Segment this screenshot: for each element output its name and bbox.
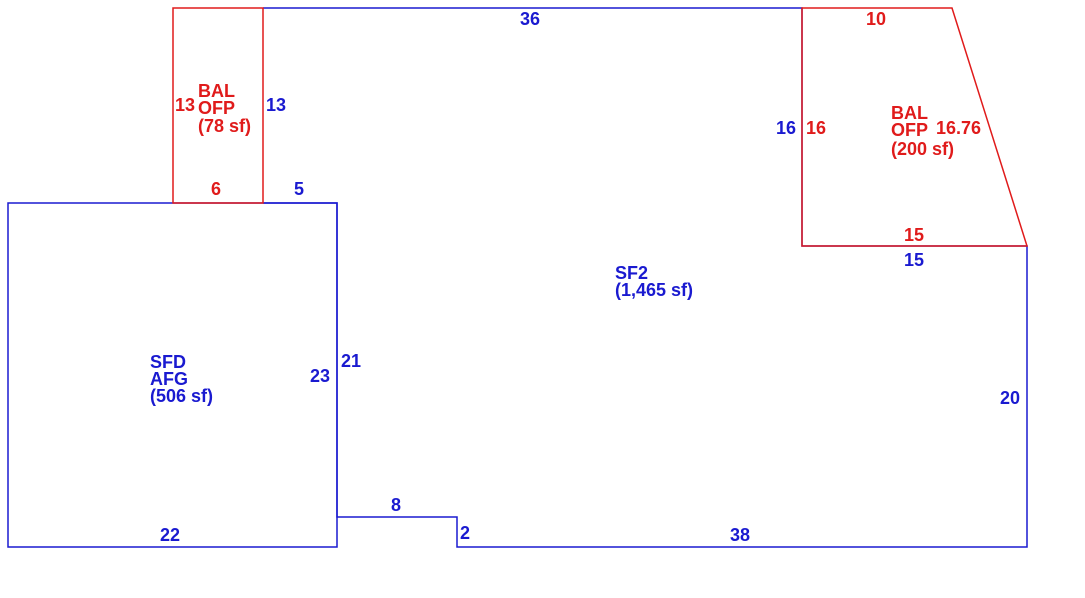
- sfd-label-line1: SFD: [150, 352, 186, 372]
- bal-left-outline: [172, 7, 264, 204]
- dim-bal-right-diagonal: 16.76: [936, 118, 981, 138]
- blue-dimensions: 22 23 36 13 5 21 8 2 38 20 15 16: [160, 9, 1020, 545]
- dim-sf2-left-lower: 21: [341, 351, 361, 371]
- sfd-area-label: SFD AFG (506 sf): [150, 352, 213, 406]
- sf2-label-area: (1,465 sf): [615, 280, 693, 300]
- red-dimensions: 13 6 10 16 16.76 15: [175, 9, 981, 245]
- dim-sf2-step-vertical: 2: [460, 523, 470, 543]
- bal-left-label-area: (78 sf): [198, 116, 251, 136]
- bal-left-label-line2: OFP: [198, 98, 235, 118]
- dim-bal-left-bottom: 6: [211, 179, 221, 199]
- dim-sf2-right: 20: [1000, 388, 1020, 408]
- bal-right-outline: [801, 7, 1029, 247]
- dim-sf2-top-short: 5: [294, 179, 304, 199]
- dim-sf2-top: 36: [520, 9, 540, 29]
- bal-right-label-line1: BAL: [891, 103, 928, 123]
- dim-sf2-notch-bottom: 15: [904, 250, 924, 270]
- dim-bal-right-left: 16: [806, 118, 826, 138]
- bal-right-area-label: BAL OFP (200 sf): [891, 103, 954, 159]
- bal-right-label-area: (200 sf): [891, 139, 954, 159]
- dim-sf2-left-upper: 13: [266, 95, 286, 115]
- bal-left-label-line1: BAL: [198, 81, 235, 101]
- dim-sf2-notch-left: 16: [776, 118, 796, 138]
- dim-bal-right-top: 10: [866, 9, 886, 29]
- dim-sfd-bottom: 22: [160, 525, 180, 545]
- dim-sf2-step-horizontal: 8: [391, 495, 401, 515]
- sfd-label-area: (506 sf): [150, 386, 213, 406]
- dim-sf2-bottom: 38: [730, 525, 750, 545]
- bal-left-area-label: BAL OFP (78 sf): [198, 81, 251, 136]
- dim-bal-left-side: 13: [175, 95, 195, 115]
- dim-bal-right-bottom: 15: [904, 225, 924, 245]
- sf2-label-line1: SF2: [615, 263, 648, 283]
- sf2-area-label: SF2 (1,465 sf): [615, 263, 693, 300]
- dim-sfd-right: 23: [310, 366, 330, 386]
- sfd-label-line2: AFG: [150, 369, 188, 389]
- bal-right-label-line2: OFP: [891, 120, 928, 140]
